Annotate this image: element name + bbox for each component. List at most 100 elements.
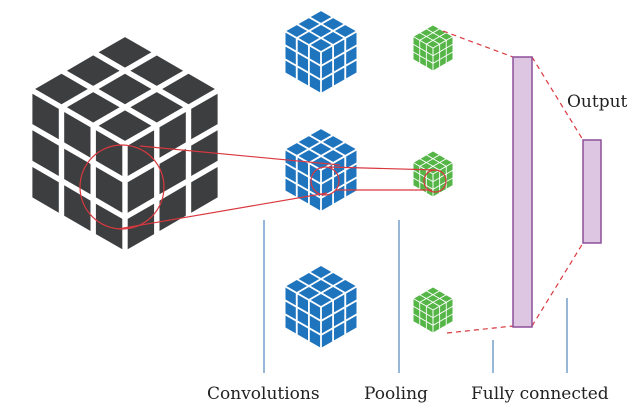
cube-tile xyxy=(426,45,433,55)
cube-tile xyxy=(309,315,321,334)
cube-tile xyxy=(297,171,308,190)
cube-tile xyxy=(285,178,296,197)
cube-tile xyxy=(334,39,345,58)
cube-tile xyxy=(446,52,453,63)
input-receptive-circle xyxy=(79,144,165,230)
cube-tile xyxy=(310,266,332,278)
cube-tile xyxy=(297,322,308,341)
fully-connected-label: Fully connected xyxy=(471,384,609,404)
connector-line-bottom xyxy=(117,192,328,230)
cube-tile xyxy=(426,60,433,71)
cube-tile xyxy=(310,11,332,23)
cube-tile xyxy=(440,318,446,329)
cube-tile xyxy=(346,301,357,320)
pool-cube-top xyxy=(413,25,453,71)
cube-tile xyxy=(334,322,345,341)
cube-tile xyxy=(414,295,426,302)
cube-tile xyxy=(440,310,446,321)
cube-tile xyxy=(310,280,332,292)
cube-tile xyxy=(426,314,433,325)
cube-tile xyxy=(321,164,333,183)
cube-tile xyxy=(440,174,446,185)
cube-tile xyxy=(322,136,344,148)
cube-tile xyxy=(433,299,446,306)
cube-tile xyxy=(440,56,446,67)
cube-tile xyxy=(427,151,439,159)
input-cube xyxy=(32,37,218,250)
cube-tile xyxy=(298,150,320,162)
cube-tile xyxy=(334,25,356,37)
cube-tile xyxy=(420,37,433,44)
cube-tile xyxy=(297,294,308,313)
cube-tile xyxy=(334,157,345,176)
cube-tile xyxy=(346,315,357,334)
cube-tile xyxy=(426,171,433,181)
cube-tile xyxy=(297,67,308,86)
cube-tile xyxy=(322,150,344,162)
cube-tile xyxy=(95,130,123,176)
guide-lines xyxy=(263,220,568,373)
cube-tile xyxy=(286,25,308,37)
cube-tile xyxy=(322,273,344,285)
cube-tile xyxy=(334,280,356,292)
cube-tile xyxy=(440,295,452,302)
cube-tile xyxy=(446,45,453,55)
cube-tile xyxy=(321,301,333,320)
cube-tile xyxy=(440,303,446,313)
cube-tile xyxy=(420,318,426,329)
cube-tile xyxy=(321,192,333,211)
cube-tile xyxy=(427,33,439,40)
cube-tile xyxy=(420,303,426,313)
cube-tile xyxy=(413,178,420,189)
cube-tile xyxy=(446,314,453,325)
cube-tile xyxy=(32,130,59,176)
cube-tile xyxy=(159,185,186,231)
cube-tile xyxy=(66,55,120,86)
cube-tile xyxy=(310,39,332,51)
cube-tile xyxy=(440,41,446,51)
cube-tile xyxy=(446,171,453,181)
cube-tile xyxy=(427,295,439,302)
cube-tile xyxy=(420,155,433,162)
cube-tile xyxy=(285,150,296,169)
conv-cube-stack xyxy=(285,11,357,348)
receptive-field-connectors xyxy=(79,144,447,230)
cube-tile xyxy=(162,73,215,105)
dash-pool-fc-bottom xyxy=(446,325,514,334)
cube-tile xyxy=(286,143,308,155)
cube-tile xyxy=(285,164,296,183)
cube-tile xyxy=(66,92,120,123)
pooling-label: Pooling xyxy=(364,384,428,404)
cube-tile xyxy=(309,178,321,197)
cube-tile xyxy=(440,167,446,177)
cube-tile xyxy=(420,29,433,36)
cube-tile xyxy=(130,55,184,86)
cube-tile xyxy=(427,302,439,310)
connector-line-conv-pool-top xyxy=(328,166,437,171)
cube-tile xyxy=(297,308,308,327)
cube-tile xyxy=(440,33,452,40)
cube-tile xyxy=(127,203,155,250)
convolutions-label: Convolutions xyxy=(207,384,320,404)
cube-tile xyxy=(446,299,453,310)
cube-tile xyxy=(440,159,452,166)
cube-tile xyxy=(433,186,440,197)
cube-tile xyxy=(413,299,420,310)
cube-tile xyxy=(298,18,320,30)
dash-fc-out-top xyxy=(531,56,584,141)
cube-tile xyxy=(321,46,333,65)
cube-tile xyxy=(346,60,357,79)
cube-tile xyxy=(298,136,320,148)
cube-tile xyxy=(413,314,420,325)
cube-tile xyxy=(98,37,152,68)
cube-tile xyxy=(309,192,321,211)
cube-tile xyxy=(446,178,453,189)
cube-tile xyxy=(130,92,184,123)
cube-tile xyxy=(426,307,433,317)
cube-tile xyxy=(64,185,91,231)
cube-tile xyxy=(321,74,333,93)
cube-tile xyxy=(310,129,332,141)
cube-tile xyxy=(446,307,453,317)
conv-receptive-circle xyxy=(310,166,340,196)
cube-tile xyxy=(427,25,439,33)
